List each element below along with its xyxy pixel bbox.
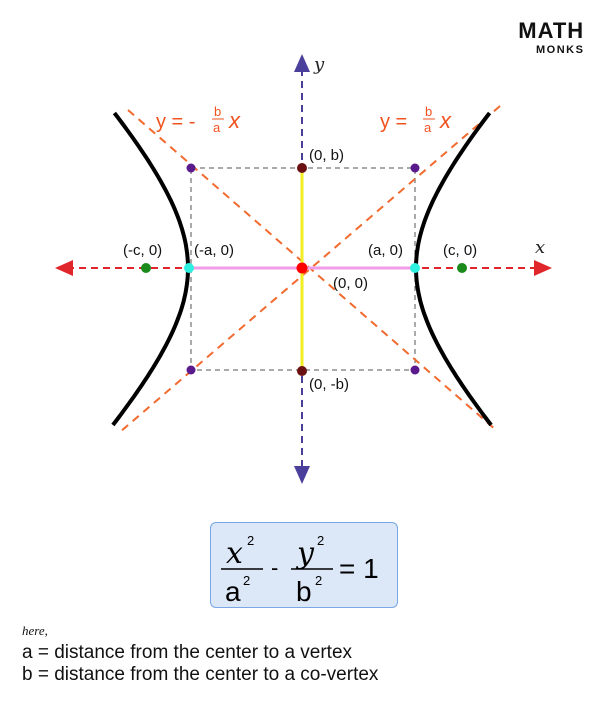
corner-point <box>410 365 420 375</box>
eq-den: a <box>213 120 221 135</box>
corner-point <box>410 163 420 173</box>
label-vertex-left: (-a, 0) <box>194 242 234 259</box>
eq-num: b <box>425 104 432 119</box>
eq-minus: - <box>271 555 278 580</box>
asymptote-neg-equation: y = - b a x <box>156 104 241 135</box>
eq-var: x <box>439 108 452 133</box>
label-co-vertex-top: (0, b) <box>309 147 344 164</box>
eq-lhs: y = <box>380 111 407 133</box>
label-focus-right: (c, 0) <box>443 242 477 259</box>
eq-den: a <box>424 120 432 135</box>
logo: MATH MONKS <box>518 18 584 56</box>
co-vertex-top <box>297 163 307 173</box>
eq-a-exp: 2 <box>243 573 250 588</box>
corner-point <box>186 365 196 375</box>
logo-math: MATH <box>518 18 585 43</box>
focus-right <box>457 263 467 273</box>
label-focus-left: (-c, 0) <box>123 242 162 259</box>
vertex-left <box>184 263 194 273</box>
eq-var: x <box>228 108 241 133</box>
label-vertex-right: (a, 0) <box>368 242 403 259</box>
eq-b: b <box>296 576 312 607</box>
note-b: b = distance from the center to a co-ver… <box>22 664 379 685</box>
eq-y-exp: 2 <box>317 533 324 548</box>
eq-x: x <box>226 536 243 571</box>
eq-lhs: y = - <box>156 111 195 133</box>
notes: here, a = distance from the center to a … <box>22 620 378 686</box>
label-co-vertex-bottom: (0, -b) <box>309 376 349 393</box>
eq-num: b <box>214 104 221 119</box>
eq-a: a <box>225 576 241 607</box>
center-point <box>296 262 308 274</box>
eq-rhs: = 1 <box>339 553 379 584</box>
asymptote-negative <box>127 109 497 431</box>
y-axis-label: y <box>313 54 325 75</box>
corner-point <box>186 163 196 173</box>
notes-here: here, <box>22 623 48 638</box>
hyperbola-equation-box: x 2 a 2 - y 2 b 2 = 1 <box>210 522 398 608</box>
asymptote-pos-equation: y = b a x <box>380 104 452 135</box>
vertex-right <box>410 263 420 273</box>
x-axis-label: x <box>535 237 545 258</box>
eq-y: y <box>295 536 315 571</box>
label-center: (0, 0) <box>333 275 368 292</box>
eq-x-exp: 2 <box>247 533 254 548</box>
note-a: a = distance from the center to a vertex <box>22 642 353 663</box>
eq-b-exp: 2 <box>315 573 322 588</box>
equation: x 2 a 2 - y 2 b 2 = 1 <box>221 533 379 607</box>
hyperbola-diagram: y x (0, b) (0, -b) (0, 0) (-a, 0) (a, 0)… <box>55 54 552 484</box>
co-vertex-bottom <box>297 366 307 376</box>
logo-monks: MONKS <box>536 44 585 56</box>
focus-left <box>141 263 151 273</box>
